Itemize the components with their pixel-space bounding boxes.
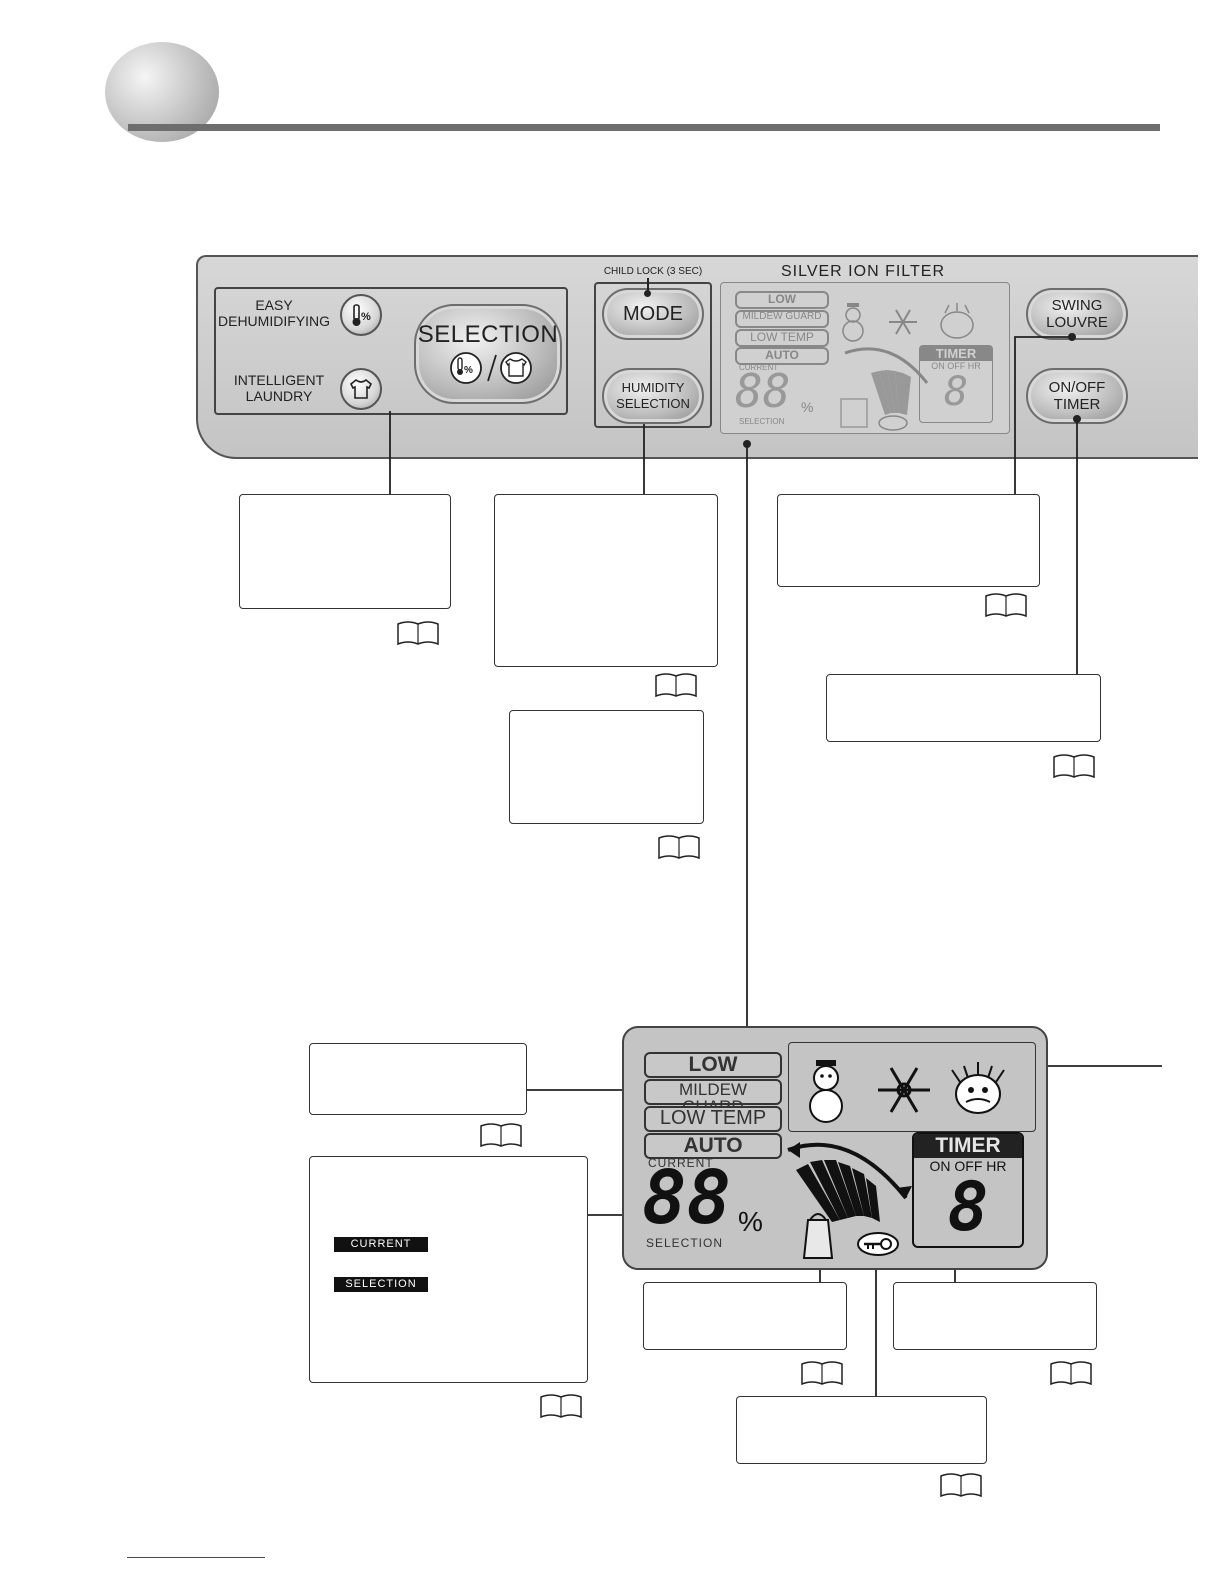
small-lcd-timer-box: TIMER ON OFF HR 8 [919, 345, 993, 423]
selection-tag: SELECTION [334, 1277, 428, 1292]
svg-text:%: % [464, 365, 473, 376]
child-lock-key-icon [857, 1232, 899, 1256]
large-lcd-digits: 88 [642, 1155, 732, 1241]
callout-timer [893, 1282, 1097, 1350]
svg-text:%: % [361, 311, 371, 323]
large-lcd-louvre-icon [787, 1142, 912, 1259]
mode-label: MODE [623, 302, 683, 325]
callout-onoff-timer [826, 674, 1101, 742]
callout-mode [494, 494, 718, 667]
control-panel [196, 255, 1198, 459]
mode-button[interactable]: MODE [602, 288, 704, 340]
small-lcd-timer-digit: 8 [943, 369, 969, 415]
small-lcd-current: CURRENT [739, 363, 779, 372]
large-lcd-weather-icons [809, 1060, 1005, 1123]
shirt-icon [349, 378, 373, 399]
selection-button[interactable]: SELECTION % [414, 304, 562, 404]
large-lcd: LOW MILDEW GUARD LOW TEMP AUTO CURRENT 8… [622, 1026, 1048, 1270]
footer-link-underline[interactable] [127, 1557, 265, 1558]
child-lock-marker [647, 278, 649, 292]
thermo-percent-icon: % [352, 304, 371, 326]
easy-dehumidifying-button[interactable]: % [340, 294, 382, 336]
large-lcd-weather-frame [788, 1042, 1036, 1132]
snowman-icon [809, 1060, 843, 1123]
large-lcd-low: LOW [644, 1052, 782, 1078]
small-lcd-selection: SELECTION [739, 417, 785, 426]
humidity-selection-button[interactable]: HUMIDITY SELECTION [602, 368, 704, 424]
mold-icon [951, 1062, 1005, 1114]
small-lcd-percent: % [801, 399, 814, 415]
child-lock-label: CHILD LOCK (3 SEC) [603, 266, 703, 277]
large-lcd-selection: SELECTION [646, 1236, 724, 1250]
large-lcd-current: CURRENT [648, 1156, 714, 1170]
small-lcd-low-temp: LOW TEMP [735, 329, 829, 347]
callout-humidity [509, 710, 704, 824]
callout-digits: CURRENT SELECTION [309, 1156, 588, 1383]
intelligent-laundry-label: INTELLIGENT LAUNDRY [233, 372, 325, 404]
humidity-selection-label: HUMIDITY SELECTION [616, 380, 690, 411]
left-button-group [214, 287, 568, 415]
large-lcd-timer-box: TIMER ON OFF HR 8 [912, 1132, 1024, 1248]
large-lcd-on-off-hr: ON OFF HR [929, 1158, 1007, 1174]
onoff-timer-label: ON/OFF TIMER [1048, 379, 1106, 413]
small-lcd-low: LOW [735, 291, 829, 309]
selection-label: SELECTION [417, 321, 559, 348]
silver-ion-filter-label: SILVER ION FILTER [781, 263, 945, 280]
callout-swing-louvre [777, 494, 1040, 587]
callout-child-lock [736, 1396, 987, 1464]
large-lcd-timer-digit: 8 [947, 1168, 989, 1247]
large-lcd-percent: % [738, 1206, 763, 1237]
callout-left-buttons [239, 494, 451, 609]
easy-dehumidifying-label: EASY DEHUMIDIFYING [218, 297, 330, 329]
swing-louvre-label: SWING LOUVRE [1046, 297, 1108, 331]
small-lcd-timer: TIMER [920, 346, 992, 361]
header-rule [128, 124, 1160, 131]
small-lcd-mildew: MILDEW GUARD [735, 310, 829, 328]
large-lcd-low-temp: LOW TEMP [644, 1106, 782, 1132]
callout-mildew [309, 1043, 527, 1115]
snowflake-icon [878, 1067, 930, 1113]
large-lcd-timer: TIMER [914, 1134, 1022, 1158]
small-lcd-digits: 88 [735, 364, 791, 418]
selection-icons: % [450, 352, 532, 384]
intelligent-laundry-button[interactable] [340, 368, 382, 410]
swing-louvre-button[interactable]: SWING LOUVRE [1026, 288, 1128, 340]
current-tag: CURRENT [334, 1237, 428, 1252]
large-lcd-auto: AUTO [644, 1133, 782, 1159]
small-lcd: LOW MILDEW GUARD LOW TEMP AUTO CURRENT 8… [720, 282, 1010, 434]
callout-tank [643, 1282, 847, 1350]
large-lcd-mildew: MILDEW GUARD [644, 1079, 782, 1115]
small-lcd-on-off-hr: ON OFF HR [931, 361, 981, 371]
water-tank-icon [802, 1213, 834, 1259]
small-lcd-weather-icons [842, 303, 974, 342]
small-lcd-auto: AUTO [735, 347, 829, 365]
child-lock-dot [644, 290, 651, 297]
mode-button-group [594, 282, 712, 428]
onoff-timer-button[interactable]: ON/OFF TIMER [1026, 368, 1128, 424]
